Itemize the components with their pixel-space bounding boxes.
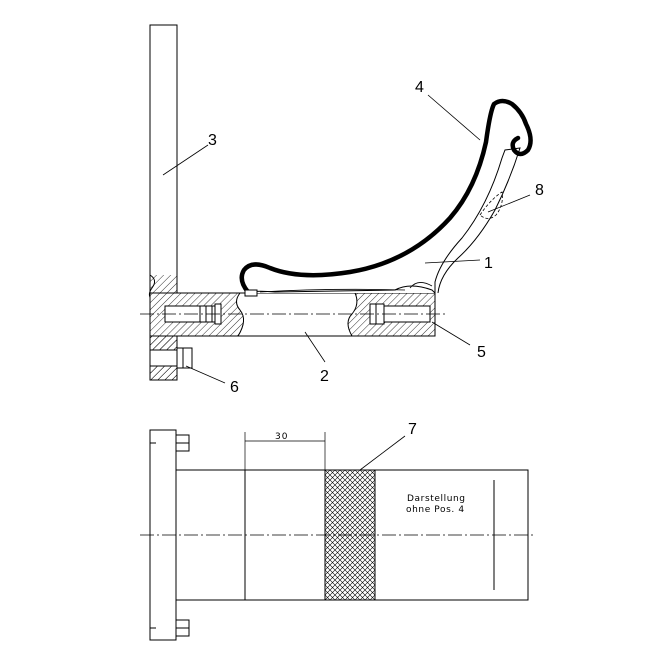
note-line-2: ohne Pos. 4 <box>406 505 465 515</box>
part-8-profile <box>479 191 503 219</box>
label-2: 2 <box>320 368 329 385</box>
label-1: 1 <box>484 255 493 272</box>
label-7: 7 <box>408 421 417 438</box>
leader-3 <box>162 144 209 176</box>
leader-7 <box>359 435 406 471</box>
gutter-part-4 <box>239 98 533 295</box>
top-view <box>140 429 535 641</box>
label-3: 3 <box>208 132 217 149</box>
label-4: 4 <box>415 79 424 96</box>
leader-5 <box>431 321 471 346</box>
label-6: 6 <box>230 379 239 396</box>
bracket-part-1 <box>244 147 521 295</box>
leader-1 <box>424 259 481 264</box>
leader-8 <box>487 194 531 213</box>
leader-4 <box>427 94 481 141</box>
leader-6 <box>185 365 226 384</box>
note-line-1: Darstellung <box>407 494 466 504</box>
side-view <box>140 24 533 384</box>
label-5: 5 <box>477 344 486 361</box>
dimension-value: 30 <box>275 432 288 442</box>
leader-2 <box>304 331 326 363</box>
label-8: 8 <box>535 182 544 199</box>
